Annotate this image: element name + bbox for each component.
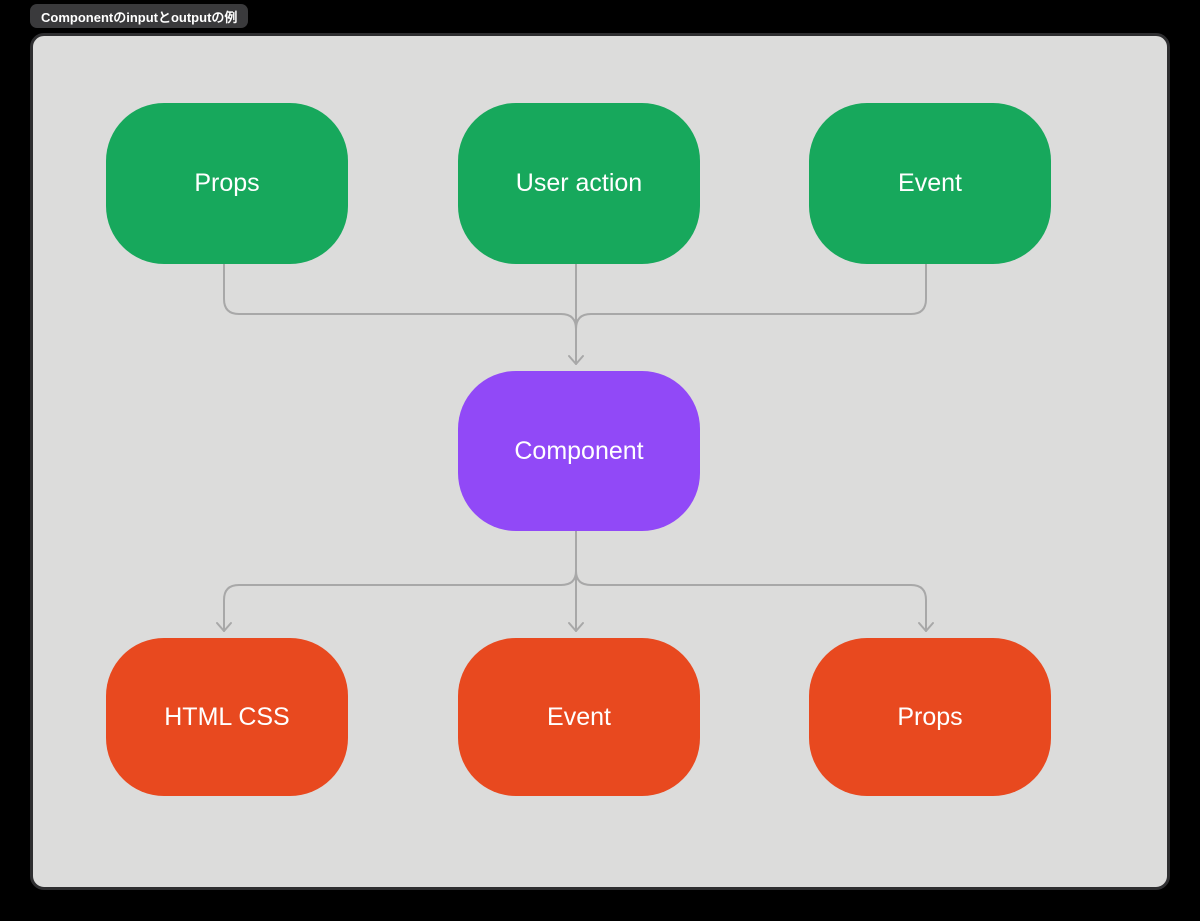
connector-component-to-props bbox=[575, 527, 927, 632]
output-node-props[interactable]: Props bbox=[809, 638, 1051, 796]
arrowhead-into-props-output bbox=[918, 622, 934, 632]
output-node-html-css[interactable]: HTML CSS bbox=[106, 638, 348, 796]
diagram-canvas: Props User action Event Component HTML C… bbox=[30, 33, 1170, 890]
component-node[interactable]: Component bbox=[458, 371, 700, 531]
frame-title-tab[interactable]: Componentのinputとoutputの例 bbox=[30, 4, 249, 28]
arrowhead-into-event-output bbox=[568, 622, 584, 632]
arrowhead-into-htmlcss-output bbox=[216, 622, 232, 632]
connector-component-to-htmlcss bbox=[223, 527, 577, 632]
arrowhead-into-component bbox=[568, 355, 584, 365]
input-node-user-action[interactable]: User action bbox=[458, 103, 700, 264]
output-node-event[interactable]: Event bbox=[458, 638, 700, 796]
connector-event-to-component bbox=[575, 260, 927, 330]
connector-props-to-component bbox=[223, 260, 577, 330]
input-node-event[interactable]: Event bbox=[809, 103, 1051, 264]
input-node-props[interactable]: Props bbox=[106, 103, 348, 264]
